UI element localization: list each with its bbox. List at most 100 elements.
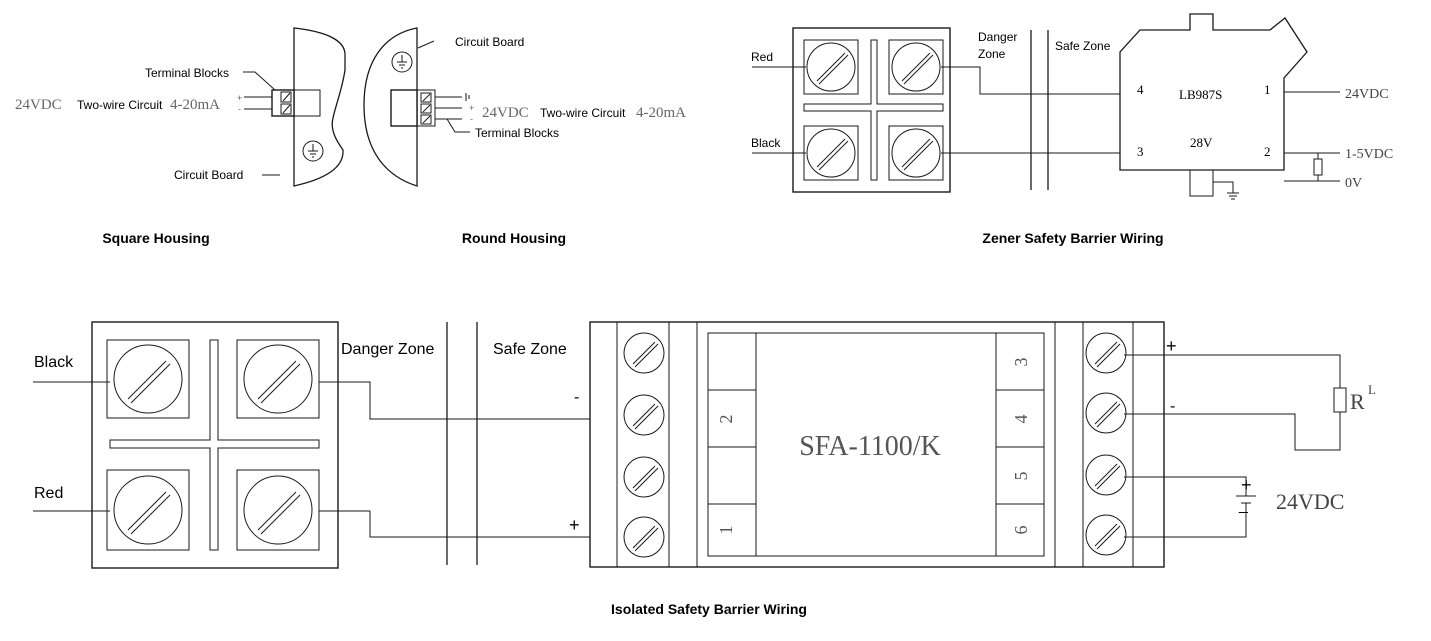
isolated-junction-box — [91, 321, 339, 569]
isolated-right-screw-2 — [1085, 392, 1127, 434]
isolated-load-label: R — [1350, 389, 1365, 414]
zener-barrier-module — [1119, 13, 1308, 171]
isolated-wiring-diagram: Black Red Danger Zone Safe Zone - + SFA-… — [33, 321, 1376, 617]
isolated-output-plus: + — [1166, 336, 1177, 356]
zener-ground-wire — [1213, 181, 1234, 193]
zener-pin-4: 4 — [1137, 82, 1144, 97]
zener-danger-zone-line2: Zone — [978, 47, 1006, 61]
square-ground-symbol — [302, 140, 324, 162]
square-terminal-screw-2 — [280, 103, 292, 115]
round-terminal-blocks-label: Terminal Blocks — [475, 126, 559, 140]
zener-pin-2: 2 — [1264, 144, 1271, 159]
round-terminal-screw-1 — [420, 92, 432, 103]
zener-barrier-foot — [1189, 169, 1214, 197]
square-terminal-leader — [243, 71, 276, 91]
isolated-supply-plus-wire — [1124, 476, 1247, 496]
round-terminal-screw-2 — [420, 103, 432, 114]
isolated-left-pin-2: 2 — [716, 415, 736, 424]
isolated-safe-zone-label: Safe Zone — [493, 341, 567, 358]
isolated-right-pin-4: 4 — [1011, 415, 1031, 424]
isolated-supply-minus: _ — [1238, 497, 1249, 514]
square-housing-diagram: Terminal Blocks 24VDC Two-wire Circuit 4… — [15, 27, 346, 246]
zener-red-label: Red — [751, 50, 773, 64]
square-current-label: 4-20mA — [170, 97, 220, 113]
zener-ground-label: 0V — [1345, 176, 1362, 191]
isolated-left-screw-4 — [623, 516, 665, 558]
isolated-terminal-top-right — [236, 339, 320, 419]
isolated-output-plus-wire — [1124, 354, 1341, 388]
isolated-terminal-bottom-right — [236, 469, 320, 551]
square-plus-sign: + — [237, 93, 242, 103]
zener-safe-zone-label: Safe Zone — [1055, 39, 1111, 53]
round-terminal-body — [390, 89, 418, 127]
zener-wiring-diagram: Red Black Danger Zone Safe Zone 4 3 1 2 … — [751, 13, 1393, 246]
round-terminal-leader — [446, 118, 470, 133]
round-terminal-screw-3 — [420, 114, 432, 125]
square-circuit-label: Two-wire Circuit — [77, 98, 163, 112]
round-minus-sign: - — [470, 114, 473, 124]
isolated-left-screw-3 — [623, 456, 665, 498]
isolated-right-pin-6: 6 — [1011, 526, 1031, 535]
zener-black-label: Black — [751, 136, 781, 150]
isolated-output-minus-wire — [1124, 412, 1341, 451]
isolated-danger-zone-label: Danger Zone — [341, 341, 434, 358]
zener-separator-cross — [803, 39, 944, 181]
isolated-output-minus: - — [1170, 398, 1175, 415]
isolated-black-label: Black — [34, 354, 74, 371]
round-current-label: 4-20mA — [636, 105, 686, 121]
round-circuit-board-label: Circuit Board — [455, 35, 524, 49]
isolated-minus-sign: - — [574, 389, 579, 406]
isolated-module-face — [707, 332, 1045, 557]
isolated-supply-plus: + — [1241, 475, 1252, 495]
square-terminal-blocks-label: Terminal Blocks — [145, 66, 229, 80]
square-circuit-board-label: Circuit Board — [174, 168, 243, 182]
isolated-right-screw-4 — [1085, 514, 1127, 556]
square-housing-caption: Square Housing — [102, 230, 209, 246]
zener-pin-1: 1 — [1264, 82, 1271, 97]
isolated-plus-sign: + — [569, 515, 580, 535]
round-ground-symbol — [391, 51, 413, 73]
zener-pin-3: 3 — [1137, 144, 1144, 159]
zener-wiring-caption: Zener Safety Barrier Wiring — [982, 230, 1163, 246]
zener-barrier-rating: 28V — [1190, 135, 1213, 150]
round-housing-diagram: Circuit Board + - 24VDC Two-wire Circuit… — [363, 27, 686, 246]
isolated-separator-cross — [109, 339, 320, 551]
isolated-right-pin-5: 5 — [1011, 472, 1031, 481]
zener-supply-label: 24VDC — [1345, 87, 1389, 102]
isolated-left-screw-2 — [623, 394, 665, 436]
isolated-wiring-caption: Isolated Safety Barrier Wiring — [611, 601, 807, 617]
zener-wire-to-pin4 — [941, 66, 1120, 95]
zener-danger-zone-line1: Danger — [978, 30, 1017, 44]
round-board-leader — [417, 40, 435, 49]
zener-signal-label: 1-5VDC — [1345, 147, 1393, 162]
isolated-terminal-black — [106, 339, 190, 419]
square-minus-sign: - — [238, 104, 241, 114]
isolated-right-screw-1 — [1085, 332, 1127, 374]
isolated-terminal-red — [106, 469, 190, 551]
square-terminal-screw-1 — [280, 91, 292, 103]
isolated-left-screw-1 — [623, 332, 665, 374]
zener-barrier-model: LB987S — [1179, 87, 1222, 102]
isolated-supply-label: 24VDC — [1276, 489, 1344, 514]
isolated-right-screw-3 — [1085, 454, 1127, 496]
isolated-wire-minus — [319, 381, 622, 420]
isolated-load-superscript: L — [1368, 382, 1376, 397]
square-housing-outline — [293, 27, 346, 187]
isolated-model-label: SFA-1100/K — [799, 431, 941, 462]
isolated-supply-minus-wire — [1124, 503, 1247, 538]
zener-load-resistor — [1313, 158, 1323, 176]
isolated-left-pin-1: 1 — [716, 526, 736, 535]
isolated-wire-plus — [319, 510, 622, 538]
isolated-barrier-module — [589, 321, 1165, 568]
round-voltage-label: 24VDC — [482, 105, 529, 121]
round-circuit-label: Two-wire Circuit — [540, 106, 626, 120]
isolated-load-resistor — [1333, 387, 1347, 413]
round-plus-sign: + — [469, 103, 474, 113]
round-housing-caption: Round Housing — [462, 230, 566, 246]
square-terminal-body — [293, 89, 321, 117]
square-voltage-label: 24VDC — [15, 97, 62, 113]
isolated-red-label: Red — [34, 485, 63, 502]
isolated-right-pin-3: 3 — [1011, 358, 1031, 367]
